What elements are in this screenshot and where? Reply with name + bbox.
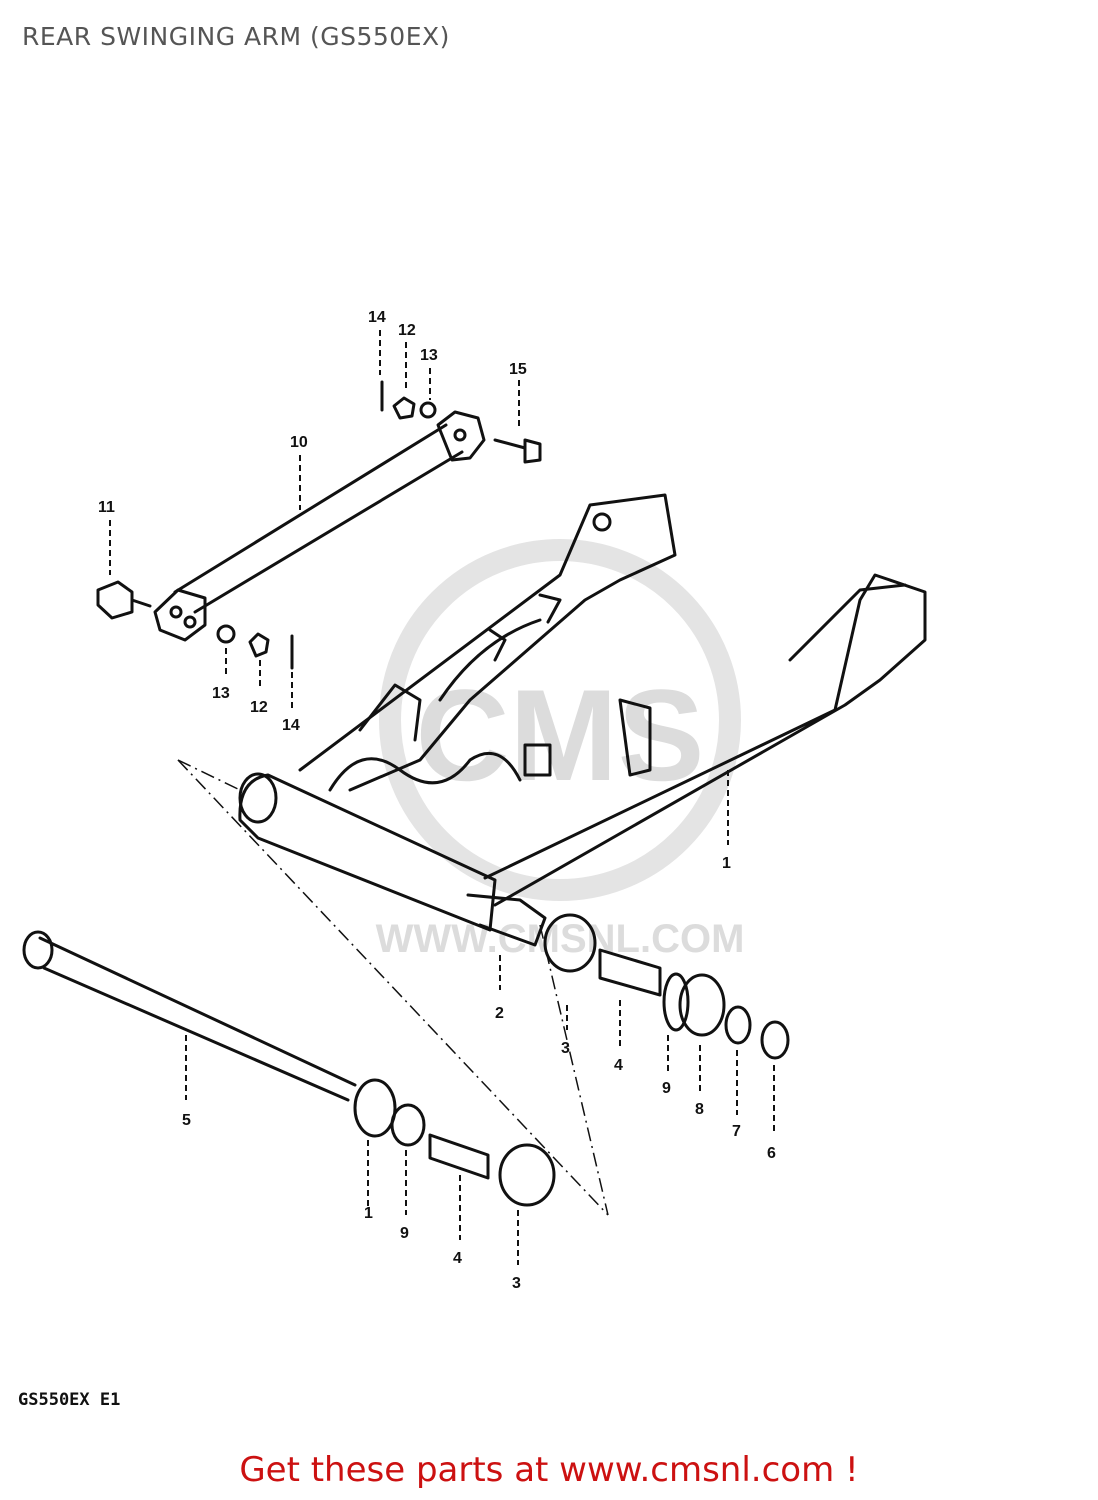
- nut-12-part[interactable]: [248, 632, 270, 658]
- callout-11: 11: [98, 499, 115, 516]
- washer-13-upper[interactable]: [419, 401, 437, 419]
- callout-9: 9: [662, 1080, 671, 1097]
- callout-10: 10: [290, 434, 308, 451]
- callout-13-lower: 13: [212, 685, 230, 702]
- callout-12-lower: 12: [250, 699, 268, 716]
- callout-4-left: 4: [453, 1250, 462, 1267]
- callout-1: 1: [722, 855, 731, 872]
- cap-8-part[interactable]: [678, 973, 726, 1037]
- spacer-4-left[interactable]: [428, 1133, 490, 1180]
- washer-7-part[interactable]: [724, 1005, 752, 1045]
- callout-2: 2: [495, 1005, 504, 1022]
- callout-3-left: 3: [512, 1275, 521, 1292]
- callout-13: 13: [420, 347, 438, 364]
- washer-13-part[interactable]: [216, 624, 236, 644]
- callout-8: 8: [695, 1101, 704, 1118]
- spacer-4-right[interactable]: [598, 948, 662, 997]
- pivot-shaft-5-part[interactable]: [22, 930, 357, 1102]
- bearing-3-left[interactable]: [498, 1143, 556, 1207]
- callout-14-lower: 14: [282, 717, 300, 734]
- watermark-brand: CMS: [416, 662, 705, 808]
- diagram-code: GS550EX E1: [18, 1390, 121, 1410]
- callout-1-left: 1: [364, 1205, 373, 1222]
- swing-arm-part[interactable]: [238, 493, 927, 947]
- callout-3: 3: [561, 1040, 570, 1057]
- dust-seal-9-left[interactable]: [390, 1103, 426, 1147]
- bolt-15-part[interactable]: [493, 438, 542, 464]
- callout-5: 5: [182, 1112, 191, 1129]
- callout-4: 4: [614, 1057, 623, 1074]
- page-title: REAR SWINGING ARM (GS550EX): [22, 22, 450, 51]
- nut-12-upper[interactable]: [392, 396, 416, 420]
- callout-7: 7: [732, 1123, 741, 1140]
- watermark-site: WWW.CMSNL.COM: [376, 917, 745, 961]
- callout-6: 6: [767, 1145, 776, 1162]
- get-parts-link[interactable]: Get these parts at www.cmsnl.com !: [239, 1450, 859, 1490]
- torque-arm-part[interactable]: [153, 410, 486, 642]
- nut-6-part[interactable]: [760, 1020, 790, 1060]
- callout-15: 15: [509, 361, 527, 378]
- bearing-1-left[interactable]: [353, 1078, 397, 1138]
- callout-14: 14: [368, 309, 386, 326]
- dust-seal-9-right[interactable]: [662, 972, 690, 1032]
- callout-12: 12: [398, 322, 416, 339]
- bolt-11-part[interactable]: [96, 580, 152, 620]
- callout-9-left: 9: [400, 1225, 409, 1242]
- cms-watermark-logo: CMS WWW.CMSNL.COM: [376, 539, 745, 961]
- bearing-3-right[interactable]: [543, 913, 597, 973]
